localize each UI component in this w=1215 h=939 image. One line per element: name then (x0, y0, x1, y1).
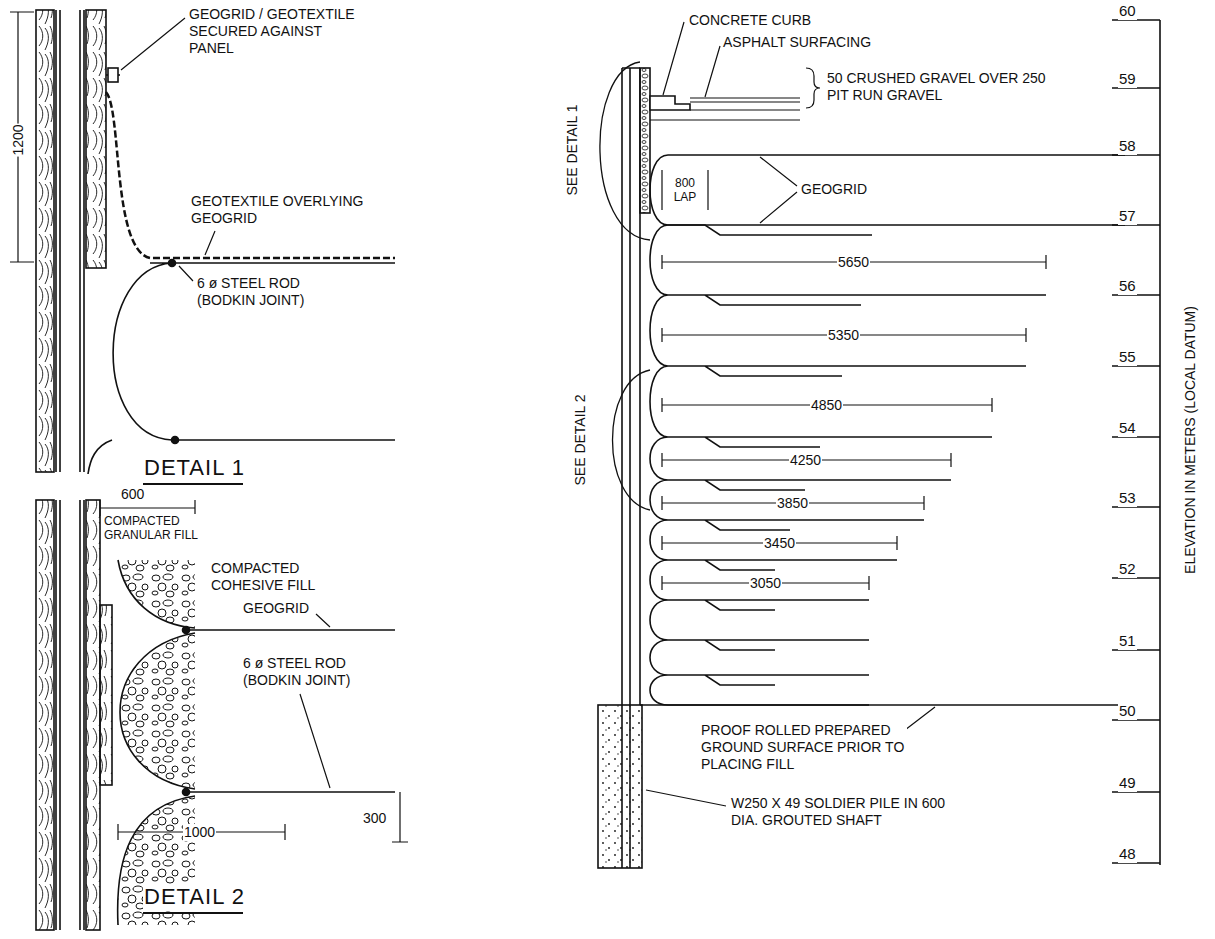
elevation-number: 54 (1118, 419, 1137, 437)
facing-panel (86, 10, 106, 268)
detail-reference: SEE DETAIL 2 (572, 393, 589, 486)
bodkin-rod (183, 627, 190, 634)
geogrid (88, 263, 395, 474)
bodkin-rod (172, 437, 179, 444)
dimension-line (662, 255, 1046, 590)
elevation-number: 58 (1118, 137, 1137, 155)
callout-text: W250 X 49 SOLDIER PILE IN 600 DIA. GROUT… (730, 795, 962, 829)
dimension-text: 4850 (810, 397, 843, 414)
elevation-number: 49 (1118, 774, 1137, 792)
dimension-line (10, 12, 34, 262)
detail-title: DETAIL 1 (143, 455, 246, 481)
elevation-number: 50 (1118, 702, 1137, 720)
dimension-text: 1200 (10, 123, 27, 156)
elevation-number: 59 (1118, 70, 1137, 88)
callout-text: PROOF ROLLED PREPARED GROUND SURFACE PRI… (700, 722, 907, 772)
geogrid-wrap (118, 560, 195, 925)
dimension-text: 3450 (763, 535, 796, 552)
dimension-text: 5350 (827, 327, 860, 344)
facing-block (100, 605, 112, 785)
callout-text: ASPHALT SURFACING (722, 34, 872, 51)
detail-1-drawing (10, 10, 395, 484)
geogrid (183, 630, 395, 792)
callout-text: 6 ø STEEL ROD (BODKIN JOINT) (242, 655, 394, 689)
granular-fill (118, 560, 195, 628)
pavement-layers (650, 98, 800, 120)
detail-marker (600, 62, 650, 510)
elevation-number: 48 (1118, 845, 1137, 863)
geogrid-wrap (650, 225, 1046, 705)
detail-title: DETAIL 2 (143, 884, 246, 910)
elevation-number: 55 (1118, 348, 1137, 366)
leader-line (300, 614, 330, 788)
elevation-number: 53 (1118, 489, 1137, 507)
wall-section (598, 20, 1160, 868)
elevation-number: 52 (1118, 560, 1137, 578)
dimension-text: 5650 (837, 254, 870, 271)
elevation-number: 51 (1118, 632, 1137, 650)
title-underline (143, 483, 243, 485)
dimension-text: 4250 (789, 452, 822, 469)
dimension-text: 3050 (749, 575, 782, 592)
lap-ticks (662, 170, 708, 210)
brace (806, 68, 820, 108)
dimension-text: 300 (362, 810, 387, 827)
dimension-text: 3850 (776, 495, 809, 512)
callout-text: CONCRETE CURB (688, 12, 812, 29)
dimension-text: 600 (120, 486, 145, 503)
axis-title: ELEVATION IN METERS (LOCAL DATUM) (1182, 305, 1199, 575)
concrete-curb (650, 96, 690, 110)
title-underline (143, 912, 243, 914)
callout-text: GEOGRID (800, 181, 868, 198)
callout-text: GEOGRID (242, 600, 310, 617)
soldier-pile (622, 68, 640, 868)
drainage-strip (640, 68, 650, 213)
bolt-head (108, 68, 118, 82)
lap-text: 800 LAP (664, 176, 706, 205)
leader-line (646, 22, 935, 806)
soldier-pile (56, 10, 84, 472)
soldier-pile (56, 500, 84, 930)
detail-2-drawing (36, 500, 408, 930)
callout-text: COMPACTED GRANULAR FILL (103, 514, 200, 543)
elevation-number: 56 (1118, 277, 1137, 295)
elevation-number: 57 (1118, 207, 1137, 225)
granular-fill (120, 633, 195, 789)
elevation-number: 60 (1118, 2, 1137, 20)
callout-text: 6 ø STEEL ROD (BODKIN JOINT) (196, 275, 348, 309)
geotextile (106, 92, 395, 258)
callout-text: 50 CRUSHED GRAVEL OVER 250 PIT RUN GRAVE… (826, 70, 1058, 104)
timber-lagging (36, 10, 54, 472)
grouted-shaft (598, 705, 642, 868)
detail-reference: SEE DETAIL 1 (564, 103, 581, 196)
dimension-text: 1000 (183, 824, 216, 841)
dimension-line (100, 500, 408, 842)
geogrid-wrap (650, 155, 1125, 225)
callout-text: COMPACTED COHESIVE FILL (210, 560, 352, 594)
callout-text: GEOTEXTILE OVERLYING GEOGRID (190, 193, 382, 227)
timber-lagging (36, 500, 54, 930)
bodkin-rod (183, 789, 190, 796)
bodkin-rod (169, 260, 176, 267)
leader-line (121, 18, 215, 281)
callout-text: GEOGRID / GEOTEXTILE SECURED AGAINST PAN… (188, 6, 370, 56)
ground-surface (640, 704, 1125, 706)
elevation-scale (1112, 20, 1160, 865)
facing-panel (86, 500, 100, 930)
